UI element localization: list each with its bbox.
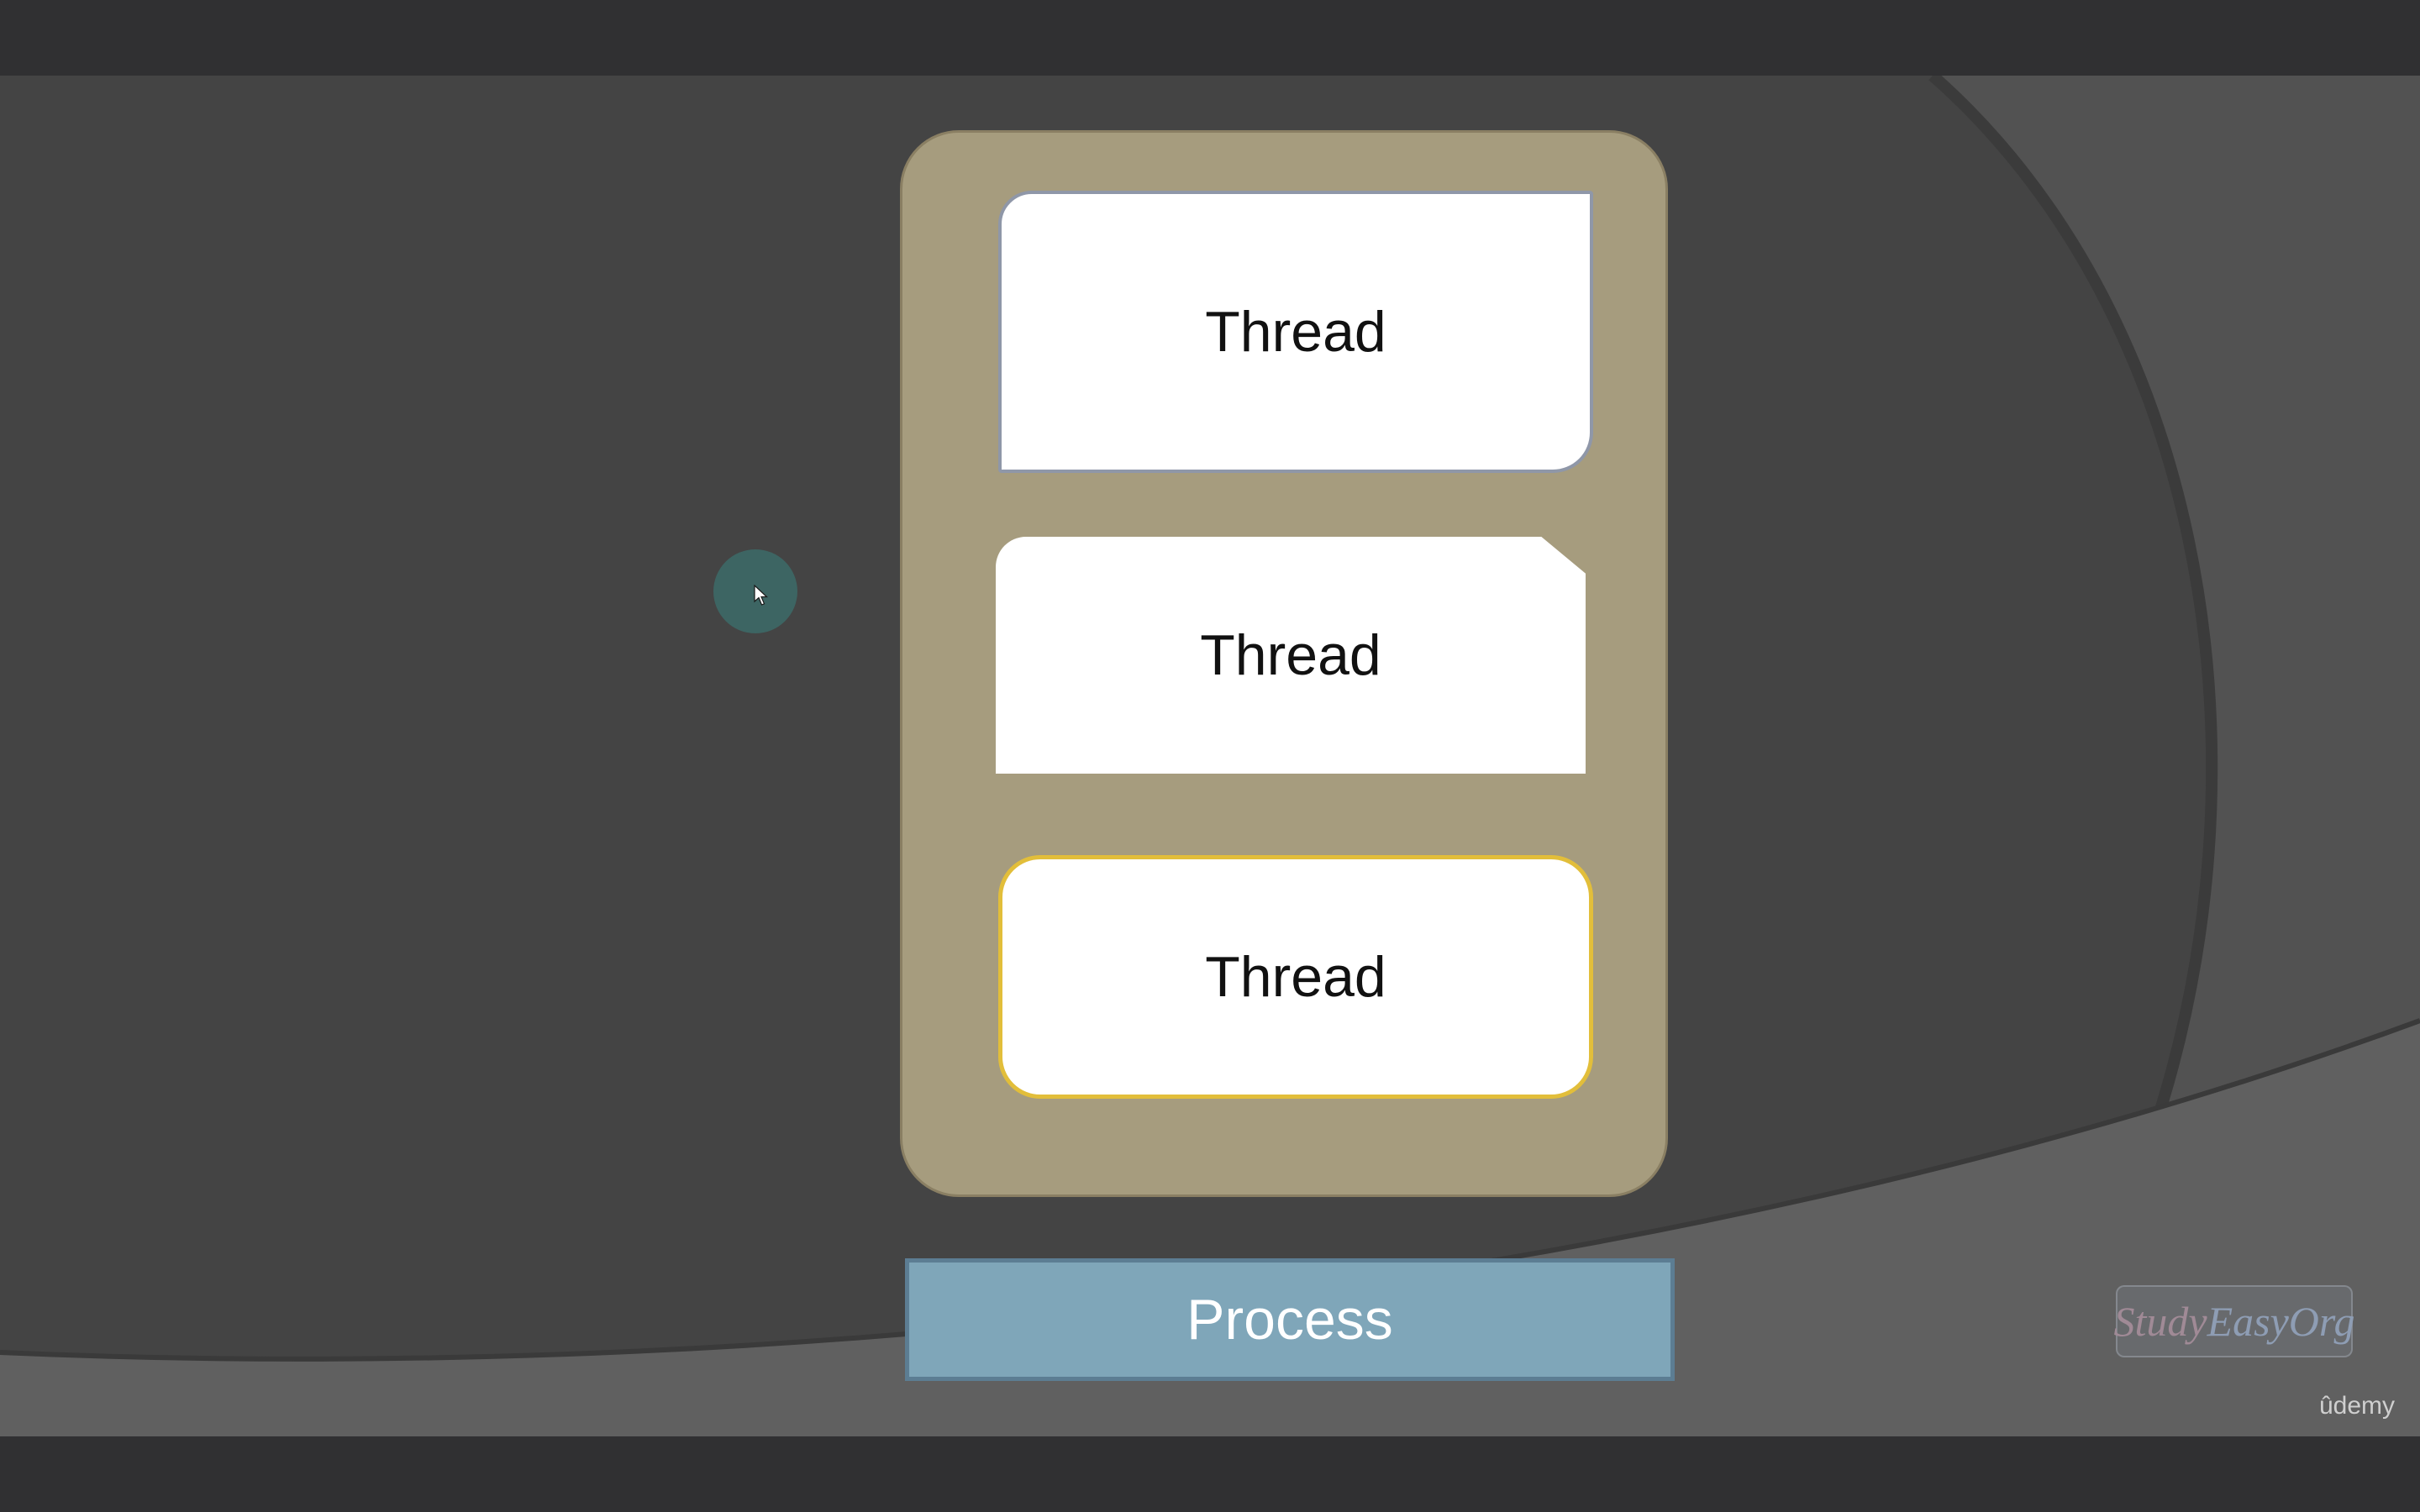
- thread-box-1: Thread: [998, 191, 1593, 473]
- cursor-highlight: [713, 549, 797, 633]
- thread-label: Thread: [1205, 300, 1386, 364]
- process-label: Process: [1186, 1288, 1393, 1352]
- mouse-pointer-icon: [754, 585, 769, 606]
- top-letterbox-bar: [0, 0, 2420, 76]
- process-label-box: Process: [905, 1258, 1675, 1381]
- thread-box-2: Thread: [996, 537, 1586, 774]
- thread-label: Thread: [1205, 945, 1386, 1009]
- thread-box-3: Thread: [998, 855, 1593, 1099]
- udemy-logo: ûdemy: [2319, 1392, 2396, 1420]
- bottom-letterbox-bar: [0, 1436, 2420, 1512]
- thread-label: Thread: [1200, 623, 1381, 687]
